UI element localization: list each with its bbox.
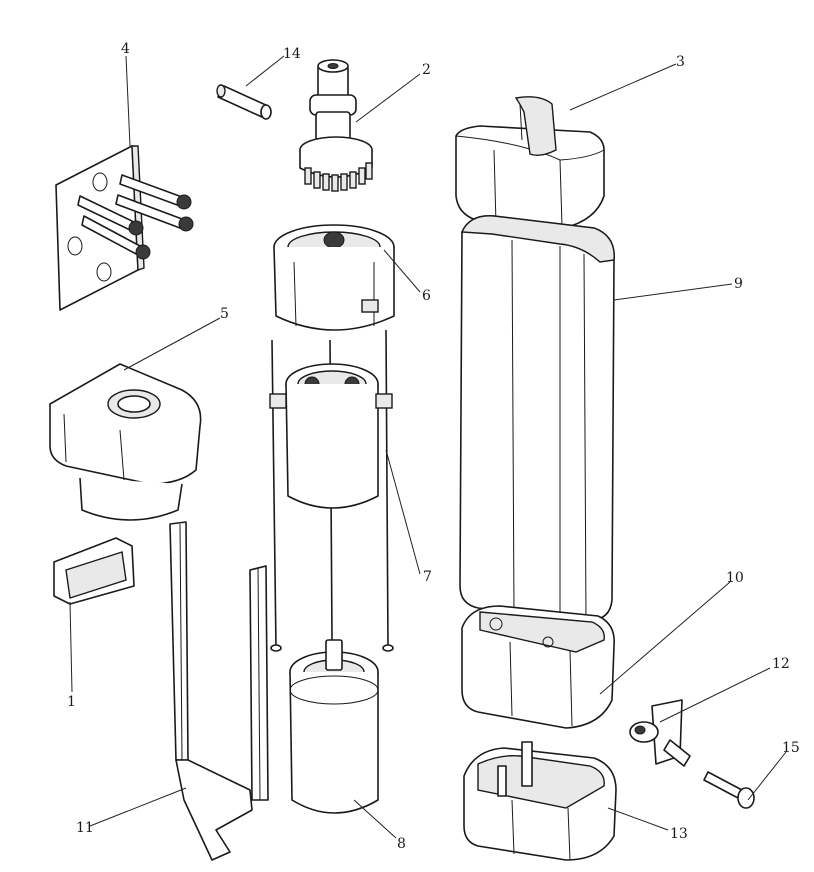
- part-14-fuse: [216, 84, 272, 120]
- part-9-column-body: [459, 215, 615, 621]
- part-4-mounting-plate: [55, 145, 194, 311]
- callout-13: 13: [670, 826, 688, 842]
- callout-2: 2: [422, 62, 431, 78]
- callout-14: 14: [283, 46, 301, 62]
- part-1-bracket-plate: [53, 537, 135, 605]
- part-11-arm-bracket: [169, 521, 269, 861]
- callout-9: 9: [734, 276, 743, 292]
- callout-10: 10: [726, 570, 744, 586]
- part-5-upper-housing: [49, 363, 202, 521]
- callout-15: 15: [782, 740, 800, 756]
- part-13-base-cap: [463, 741, 617, 861]
- part-8-motor: [289, 639, 379, 814]
- callout-11: 11: [76, 820, 94, 836]
- part-6-gear-housing: [273, 224, 395, 331]
- callout-3: 3: [676, 54, 685, 70]
- callout-12: 12: [772, 656, 790, 672]
- callout-6: 6: [422, 288, 431, 304]
- part-15-key: [703, 771, 755, 809]
- part-2-shaft-gear: [299, 59, 373, 192]
- part-10-lower-housing: [461, 605, 615, 729]
- callout-8: 8: [397, 836, 406, 852]
- callout-1: 1: [67, 694, 76, 710]
- callout-5: 5: [220, 306, 229, 322]
- part-3-top-cap: [455, 96, 605, 229]
- callout-labels: 1 2 3 4 5 6 7 8 9 10 11 12 13 14 15: [67, 41, 800, 852]
- callout-7: 7: [423, 569, 432, 585]
- part-12-lock: [629, 699, 691, 767]
- leader-lines: [69, 55, 787, 839]
- part-7-gear-cage: [269, 329, 394, 652]
- callout-4: 4: [121, 41, 130, 57]
